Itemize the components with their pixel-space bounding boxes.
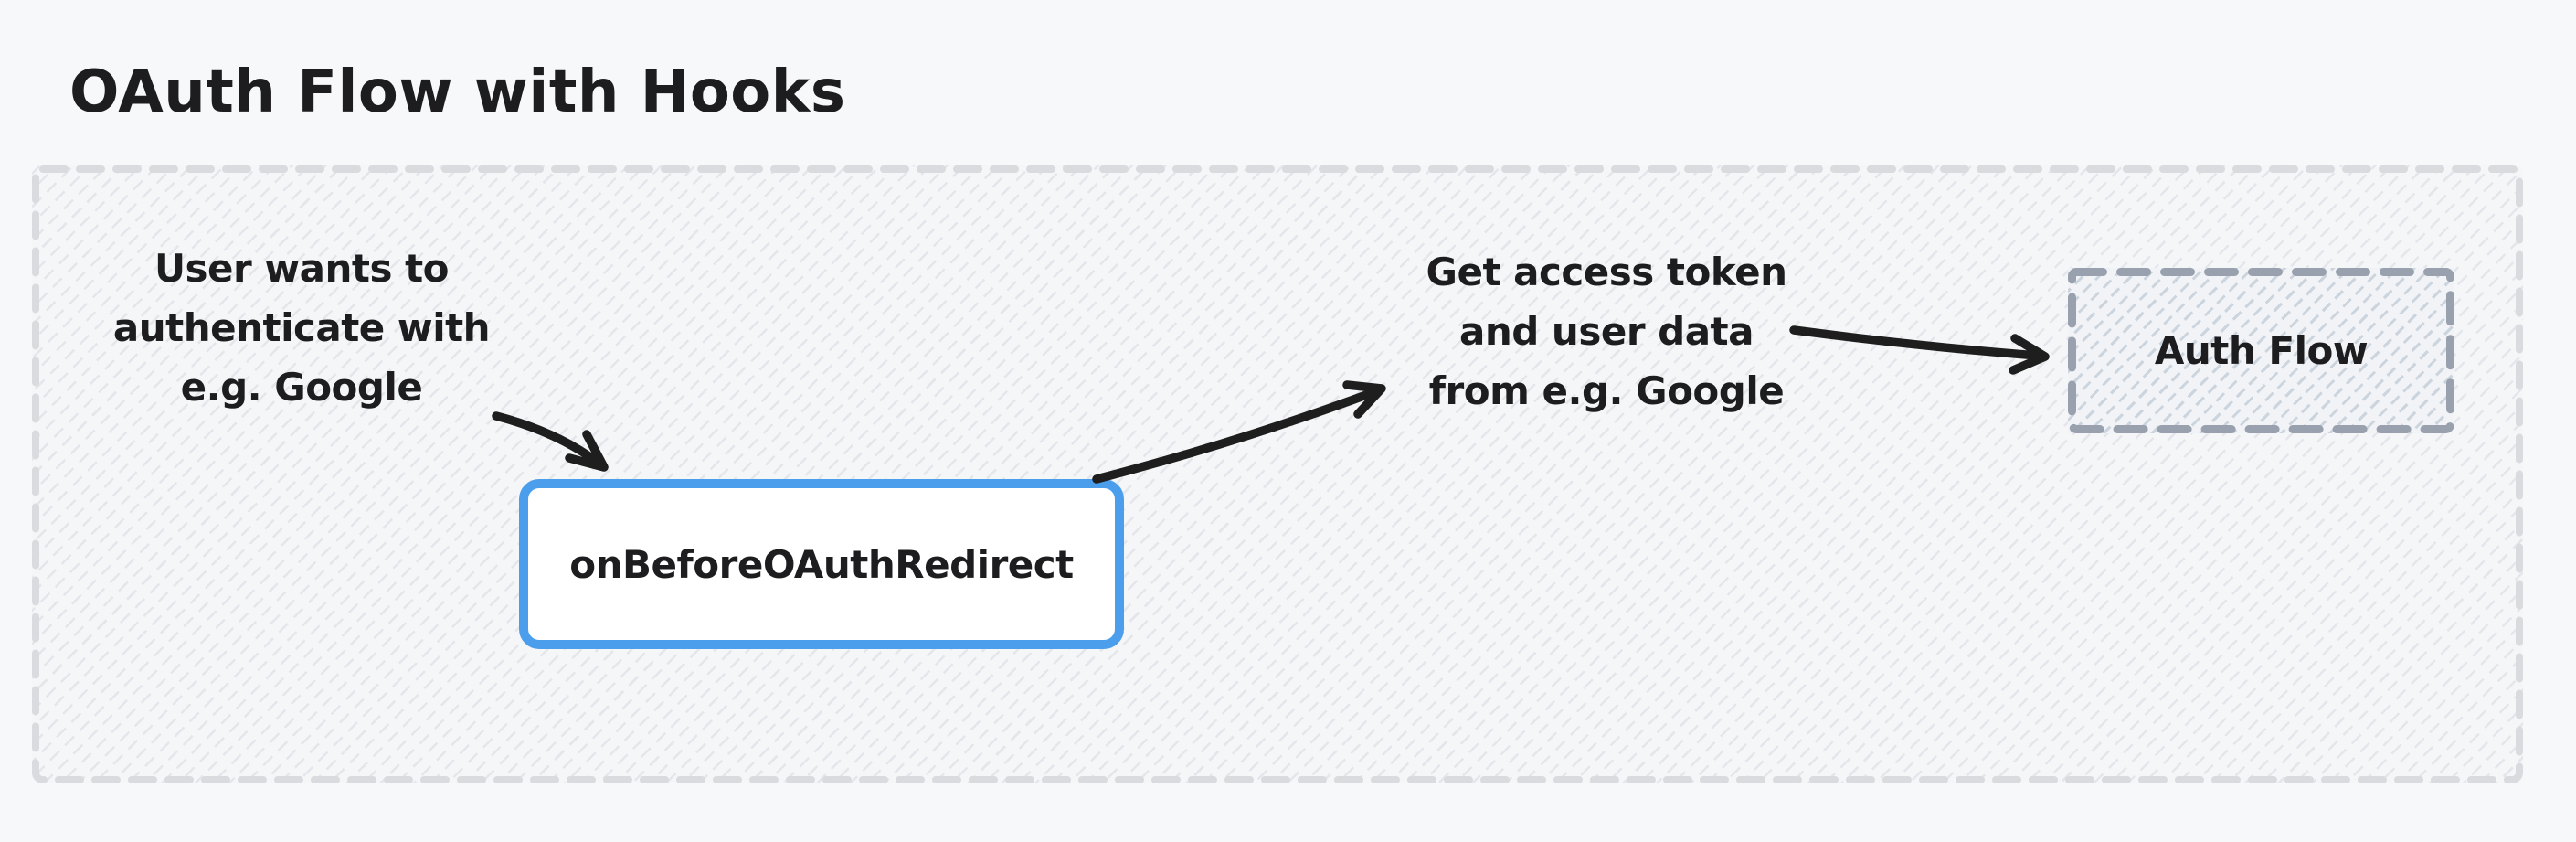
page-title: OAuth Flow with Hooks: [69, 59, 846, 126]
hook-node: onBeforeOAuthRedirect: [519, 479, 1124, 649]
note-line: from e.g. Google: [1428, 368, 1785, 413]
auth-flow-node: Auth Flow: [2068, 268, 2454, 433]
note-line: User wants to: [154, 246, 450, 291]
hook-node-label: onBeforeOAuthRedirect: [569, 541, 1074, 587]
note-line: authenticate with: [112, 305, 491, 350]
auth-flow-node-label: Auth Flow: [2154, 328, 2369, 373]
note-line: e.g. Google: [180, 365, 423, 410]
user-intent-note: User wants to authenticate with e.g. Goo…: [27, 239, 576, 417]
token-note: Get access token and user data from e.g.…: [1332, 242, 1881, 421]
note-line: Get access token: [1426, 250, 1787, 294]
note-line: and user data: [1459, 309, 1754, 354]
